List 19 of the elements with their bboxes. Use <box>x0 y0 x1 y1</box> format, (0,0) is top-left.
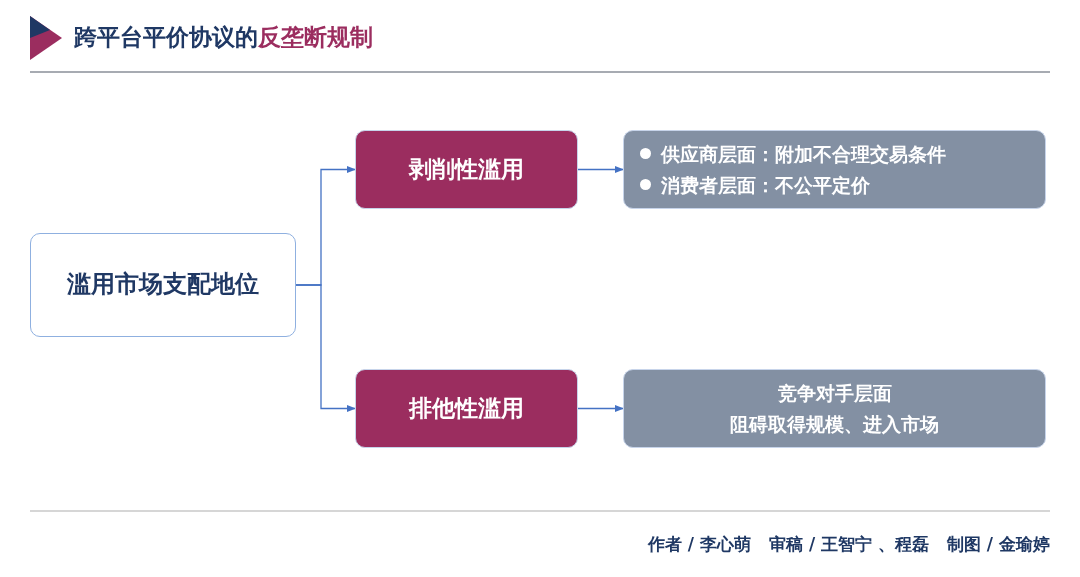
detail-box <box>623 130 1046 209</box>
bullet-item: 消费者层面：不公平定价 <box>640 169 870 200</box>
arrow <box>577 165 624 174</box>
node-label: 排他性滥用 <box>409 393 524 423</box>
node-label: 剥削性滥用 <box>409 154 524 184</box>
credit-text: 作者 / 李心萌 <box>647 533 751 556</box>
node-label: 滥用市场支配地位 <box>67 269 259 301</box>
title: 跨平台平价协议的反垄断规制 <box>74 23 373 52</box>
topic-box <box>30 233 296 337</box>
arrow <box>577 404 624 413</box>
category-box <box>355 130 578 209</box>
bullet-item: 供应商层面：附加不合理交易条件 <box>640 139 946 170</box>
arrow <box>295 284 356 413</box>
node-label: 阻碍取得规模、进入市场 <box>730 411 939 437</box>
node-label: 竞争对手层面 <box>777 381 892 407</box>
credit-text: 制图 / 金瑜婷 <box>946 533 1050 556</box>
detail-box <box>623 369 1046 448</box>
credit-text: 审稿 / 王智宁 、程磊 <box>769 533 929 556</box>
category-box <box>355 369 578 448</box>
